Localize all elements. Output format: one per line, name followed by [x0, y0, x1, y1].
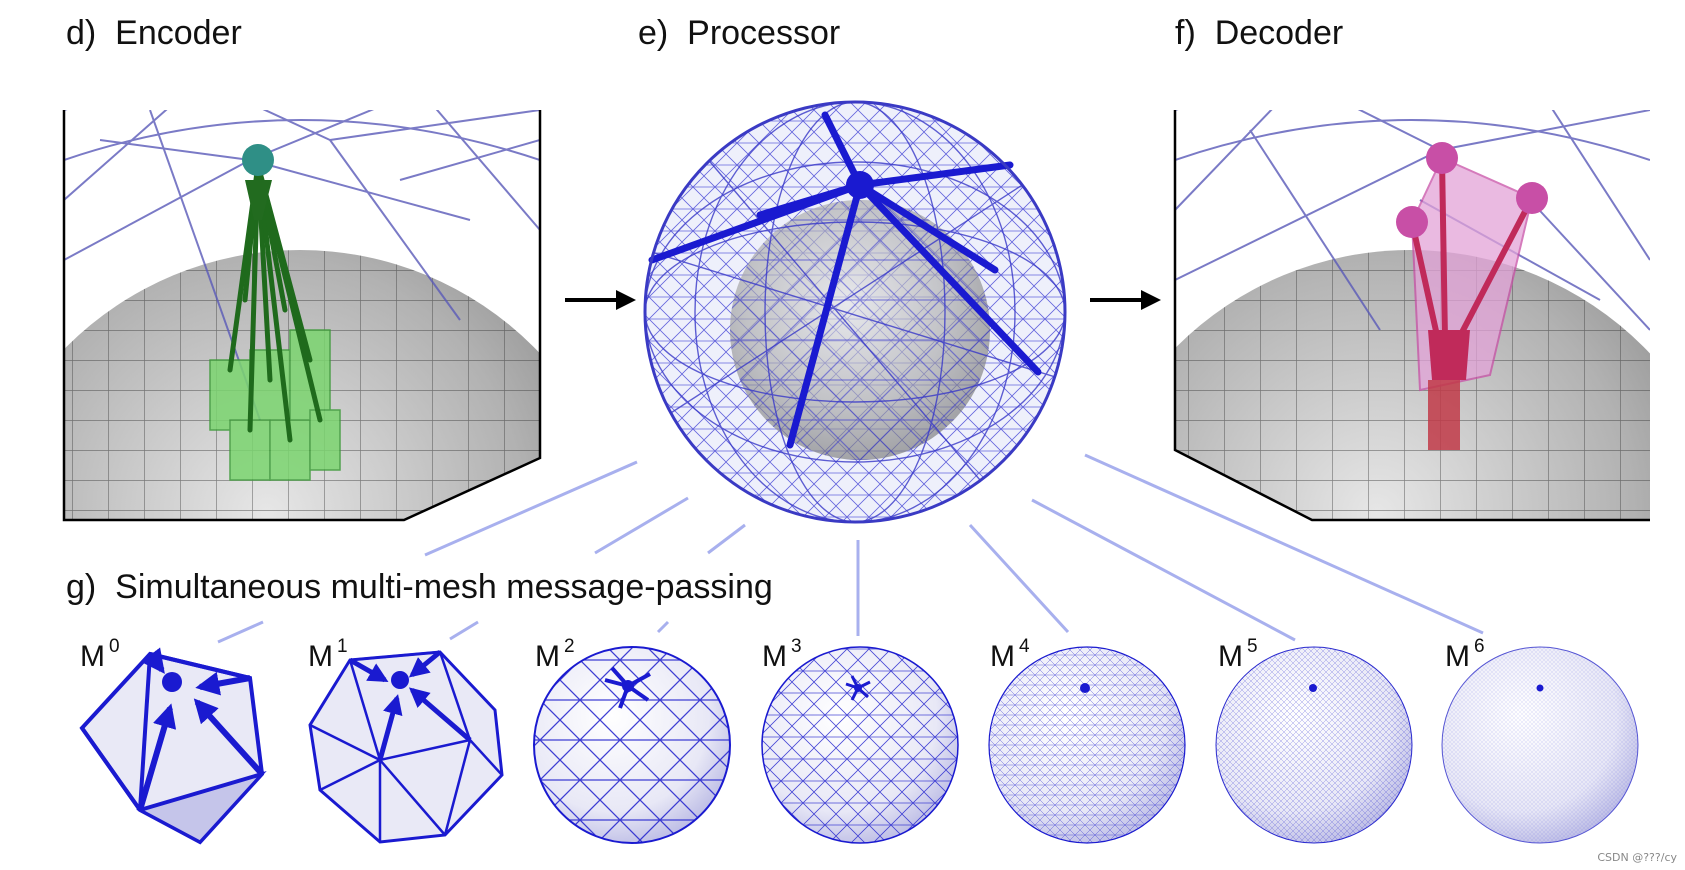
decoder-title: f) Decoder [1175, 14, 1344, 52]
encoder-node [242, 144, 274, 176]
mesh-m4 [988, 646, 1186, 844]
processor-panel [643, 100, 1067, 524]
mesh-m0 [79, 647, 267, 845]
mesh-m3 [761, 646, 959, 844]
mesh-connectors [217, 453, 1484, 644]
encoder-title: d) Encoder [66, 14, 242, 52]
mesh-m1 [308, 650, 504, 844]
processor-title: e) Processor [638, 14, 841, 52]
mesh-m6 [1441, 646, 1639, 844]
mesh-m5 [1215, 646, 1413, 844]
decoder-node-1 [1426, 142, 1458, 174]
mesh-m2 [533, 646, 731, 844]
processor-node [846, 171, 874, 199]
decoder-panel [1175, 110, 1650, 520]
decoder-node-2 [1516, 182, 1548, 214]
multimesh-title: g) Simultaneous multi-mesh message-passi… [66, 568, 773, 606]
watermark: CSDN @???/cy [1597, 851, 1677, 864]
encoder-panel [64, 110, 540, 520]
decoder-node-3 [1396, 206, 1428, 238]
